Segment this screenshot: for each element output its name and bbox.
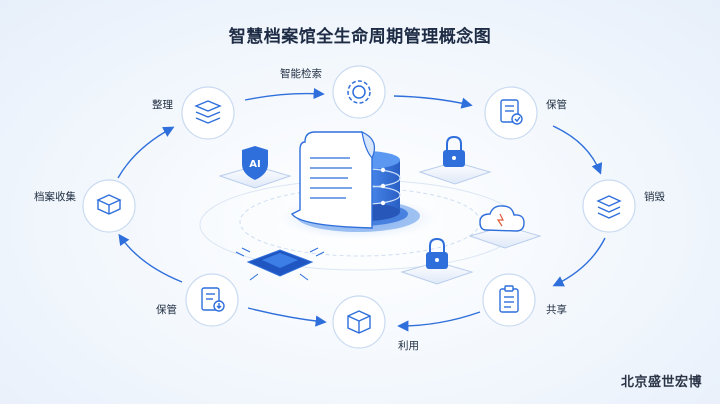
lock-icon-top: [418, 135, 492, 185]
document-check-icon: [500, 99, 523, 125]
node-xiaohui: [582, 179, 636, 233]
node-liyong: [332, 295, 386, 349]
label-zhineng-jiansuo: 智能检索: [280, 68, 322, 80]
node-gongxiang: [482, 273, 536, 327]
node-baoguan-bottom: [185, 273, 239, 327]
scroll-document-icon: [290, 130, 375, 229]
label-xiaohui: 销毁: [644, 191, 665, 203]
shred-layers-icon: [596, 195, 622, 219]
ai-badge-text: AI: [249, 159, 260, 170]
node-zhengli: [181, 86, 235, 140]
arrow-shouji-to-zhengli: [117, 126, 175, 179]
label-zhengli: 整理: [152, 99, 173, 111]
label-gongxiang: 共享: [546, 304, 567, 316]
layers-icon: [194, 100, 222, 124]
clipboard-icon: [499, 285, 519, 313]
node-baoguan-top: [484, 86, 538, 140]
label-baoguan-bottom: 保管: [156, 304, 177, 316]
cloud-icon: [468, 205, 542, 249]
label-liyong: 利用: [398, 340, 419, 352]
arrow-baoguan-to-shouji: [118, 233, 183, 283]
arrow-baoguan-to-liyong: [247, 307, 327, 327]
cube-icon: [347, 310, 371, 334]
arrow-baoguan-to-xiaohui: [552, 125, 603, 175]
arrow-jiansuo-to-baoguan: [393, 95, 473, 109]
node-zhineng-jiansuo: [332, 65, 386, 119]
label-dangan-shouji: 档案收集: [34, 191, 76, 203]
arrow-gongxiang-to-liyong: [397, 311, 481, 332]
brand-watermark: 北京盛世宏博: [620, 375, 702, 390]
arrow-zhengli-to-jiansuo: [244, 87, 325, 101]
flow-arrows: [117, 87, 606, 332]
node-dangan-shouji: [82, 179, 136, 233]
page-title: 智慧档案馆全生命周期管理概念图: [228, 27, 492, 47]
box-stack-icon: [96, 194, 122, 215]
document-download-icon: [201, 287, 225, 312]
label-baoguan-top: 保管: [546, 99, 567, 111]
gear-icon: [347, 80, 371, 104]
ai-shield-icon: AI: [218, 146, 292, 189]
arrow-xiaohui-to-gongxiang: [552, 237, 606, 287]
lock-icon-bottom: [400, 237, 474, 285]
chip-icon: [235, 247, 325, 281]
